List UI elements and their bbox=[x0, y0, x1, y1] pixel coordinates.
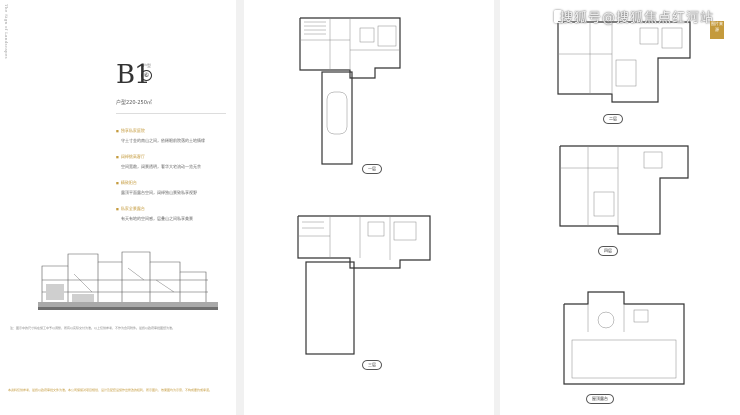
right-page: 二层 四层 屋顶露台 bbox=[500, 0, 740, 415]
feature-desc: 露顶平面露台空间，阔绰独山景致私享视野 bbox=[121, 190, 197, 195]
sohu-logo-icon bbox=[554, 10, 562, 23]
floor-plan-roof bbox=[563, 291, 685, 385]
feature-desc: 守土寸金的南山之间，依稀眼前院落的土地情缘 bbox=[121, 138, 205, 143]
floor-label-1f: 一层 bbox=[362, 164, 382, 174]
feature-title: 精致阳台 bbox=[116, 180, 232, 186]
feature-desc: 空间宽敞，阔景透明，奢华大宅流动一览无余 bbox=[121, 164, 201, 169]
footnote: 注：图示中的尺寸将在施工中予以调整，所有以实际交付为准。以上仅供参考，不作为合同… bbox=[10, 326, 176, 330]
area-text: 户型220-250㎡ bbox=[116, 100, 152, 106]
floor-plan-2f bbox=[557, 21, 691, 103]
feature-list: 独享私家庭院 守土寸金的南山之间，依稀眼前院落的土地情缘 阔绰挑高客厅 空间宽敞… bbox=[116, 128, 232, 232]
middle-page: 一层 三层 bbox=[244, 0, 494, 415]
floor-label-2f: 二层 bbox=[603, 114, 623, 124]
floor-plan-1f bbox=[299, 17, 401, 165]
feature-title: 私家全景露台 bbox=[116, 206, 232, 212]
disclaimer-text: 本资料仅供参考，最终以政府审批文件为准。本公司保留对项目规划、设计及配套设施作出… bbox=[8, 388, 213, 392]
feature-desc: 有天有地的空间感，层叠山之间私享美景 bbox=[121, 216, 193, 221]
feature-title: 阔绰挑高客厅 bbox=[116, 154, 232, 160]
model-sub-label: 户型 bbox=[143, 63, 151, 68]
divider bbox=[116, 113, 226, 114]
floor-label-4f: 四层 bbox=[598, 246, 618, 256]
corner-tag: 图片来源 bbox=[710, 21, 724, 39]
feature-item: 阔绰挑高客厅 空间宽敞，阔景透明，奢华大宅流动一览无余 bbox=[116, 154, 232, 170]
feature-item: 独享私家庭院 守土寸金的南山之间，依稀眼前院落的土地情缘 bbox=[116, 128, 232, 144]
feature-title: 独享私家庭院 bbox=[116, 128, 232, 134]
floor-plan-4f bbox=[559, 145, 689, 235]
floor-label-roof: 屋顶露台 bbox=[586, 394, 614, 404]
building-section-drawing bbox=[38, 251, 218, 310]
model-circle-badge: ⑥ bbox=[141, 70, 152, 81]
feature-item: 精致阳台 露顶平面露台空间，阔绰独山景致私享视野 bbox=[116, 180, 232, 196]
spine-text: The Sign of Landscapes bbox=[4, 4, 9, 59]
feature-item: 私家全景露台 有天有地的空间感，层叠山之间私享美景 bbox=[116, 206, 232, 222]
watermark-text: 搜狐号@搜狐焦点红河站 bbox=[560, 11, 715, 26]
floor-label-3f: 三层 bbox=[362, 360, 382, 370]
left-page: The Sign of Landscapes B1 户型 ⑥ 户型220-250… bbox=[0, 0, 236, 415]
